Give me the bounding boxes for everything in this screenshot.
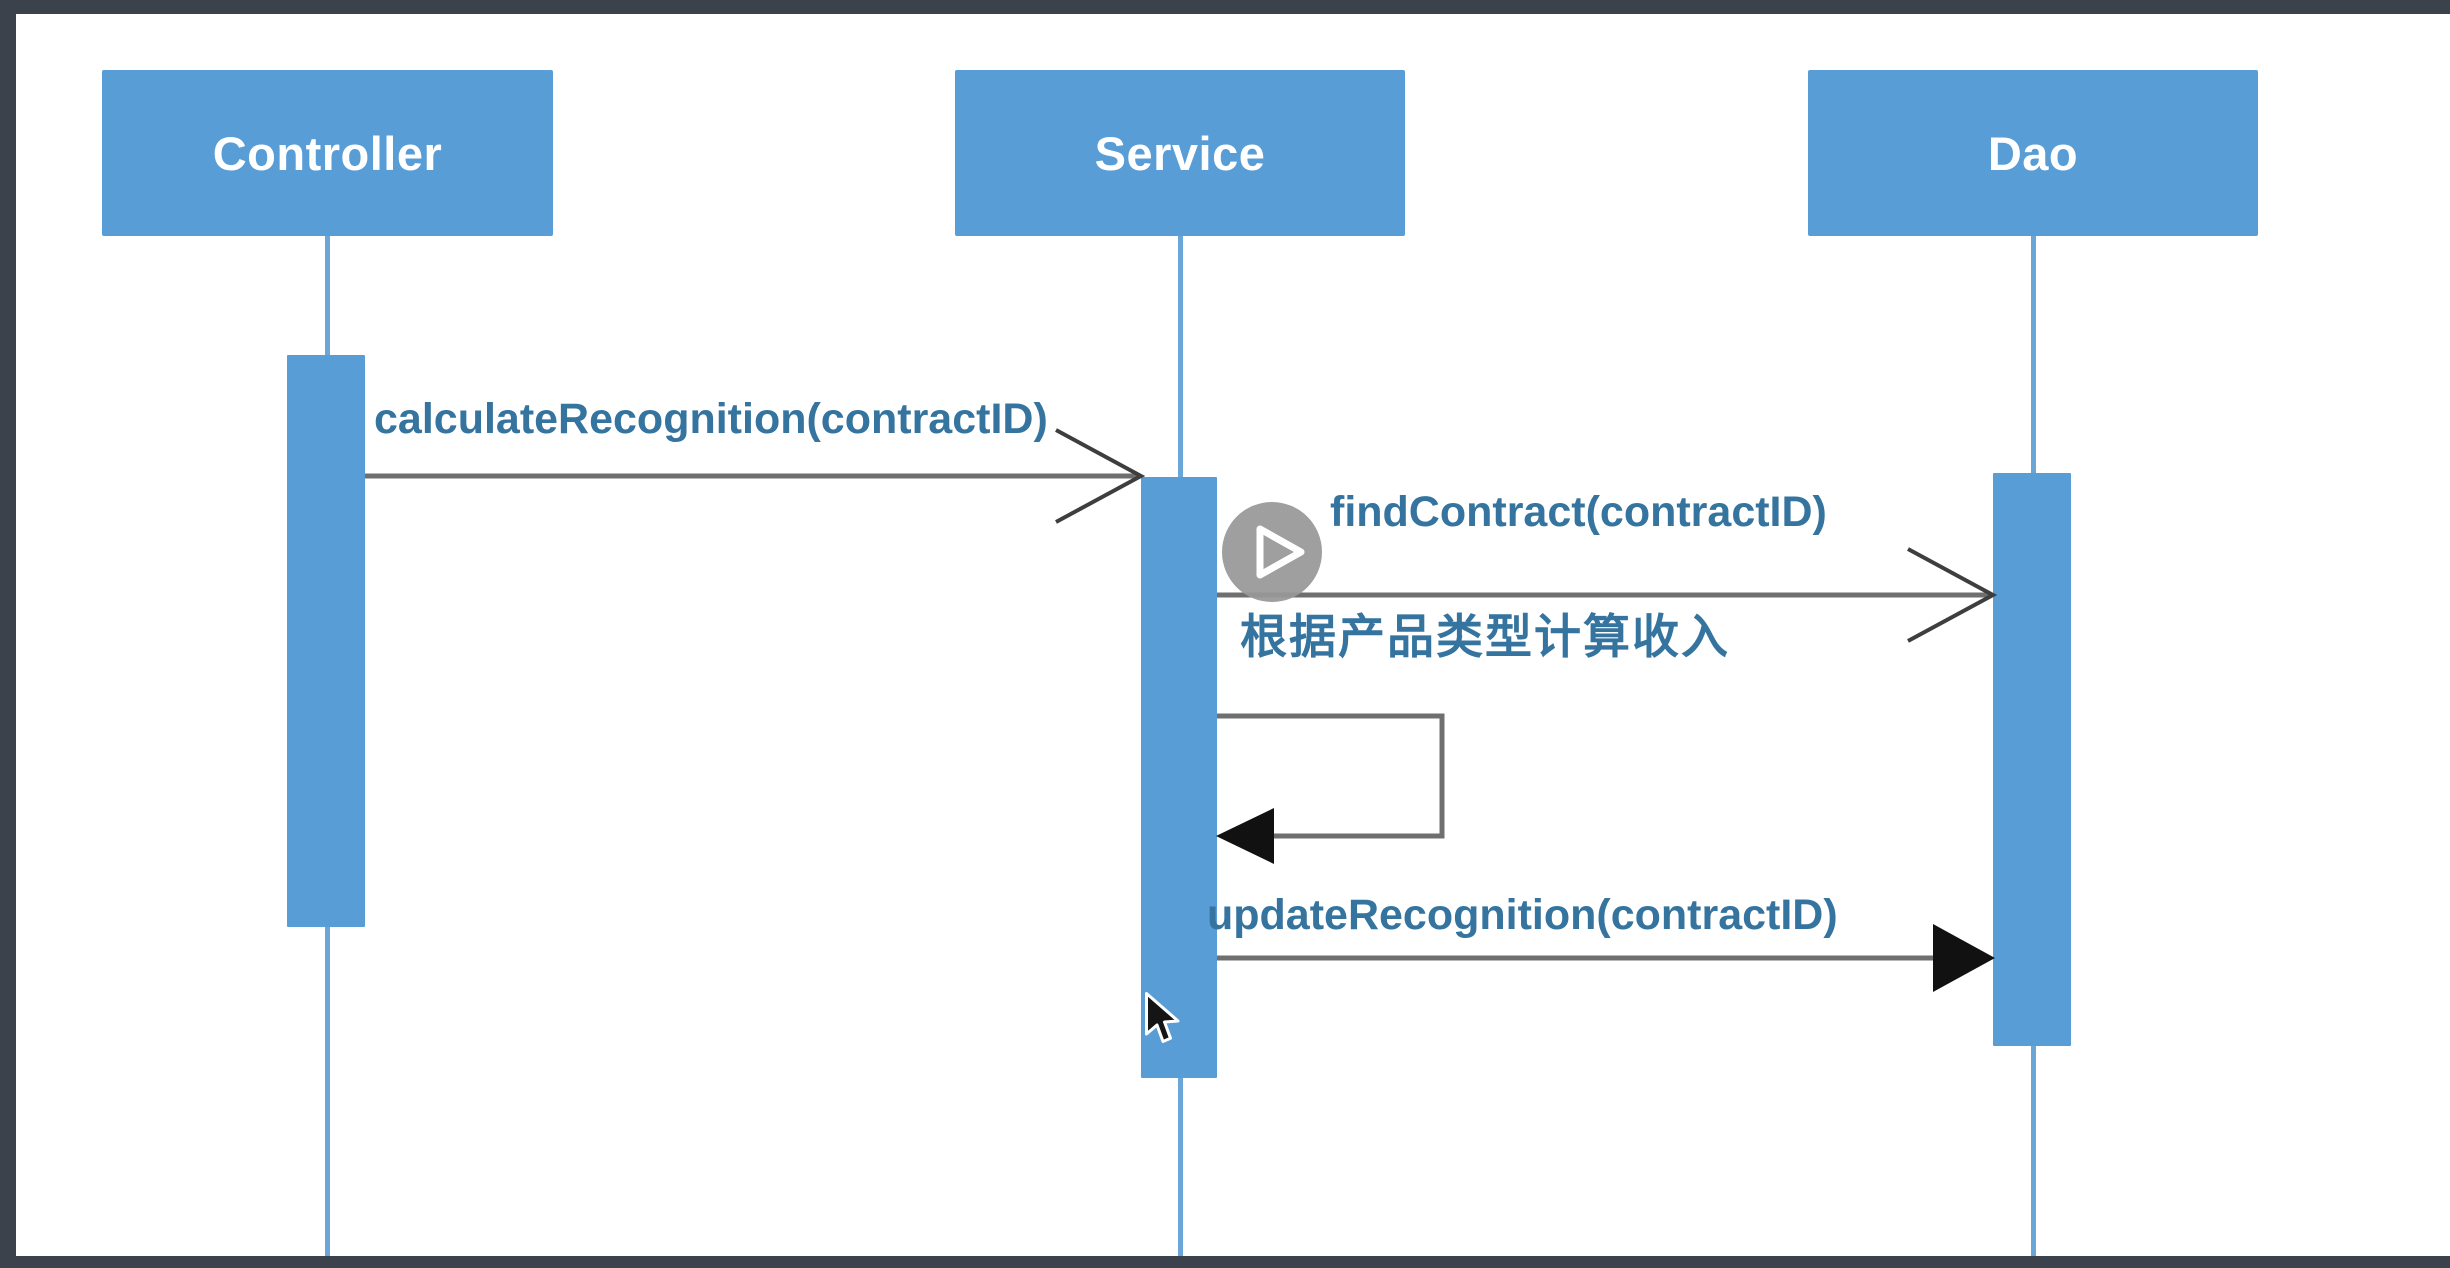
- actor-label-dao: Dao: [1987, 126, 2079, 180]
- actor-label-service: Service: [1094, 126, 1266, 180]
- message-label-update-recognition: updateRecognition(contractID): [1207, 891, 1838, 939]
- actor-box-dao: Dao: [1808, 70, 2258, 236]
- actor-box-controller: Controller: [102, 70, 553, 236]
- activation-bar-service: [1141, 477, 1217, 1078]
- play-icon: [1256, 525, 1305, 579]
- cursor-arrow-icon: [1145, 992, 1180, 1043]
- message-label-calc-revenue-by-product-type: 根据产品类型计算收入: [1240, 610, 1730, 663]
- message-label-find-contract: findContract(contractID): [1330, 488, 1827, 536]
- message-label-calculate-recognition: calculateRecognition(contractID): [374, 395, 1048, 443]
- activation-bar-dao: [1993, 473, 2071, 1046]
- actor-label-controller: Controller: [212, 126, 443, 180]
- activation-bar-controller: [287, 355, 365, 927]
- actor-box-service: Service: [955, 70, 1405, 236]
- play-button[interactable]: [1222, 502, 1322, 602]
